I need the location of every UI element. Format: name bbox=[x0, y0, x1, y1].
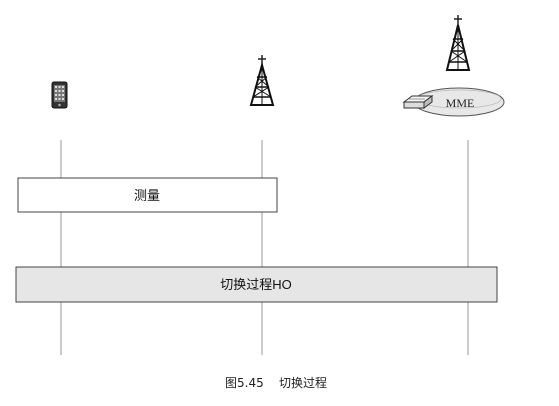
cell-tower-icon bbox=[445, 15, 471, 71]
measurement-box bbox=[17, 177, 278, 213]
figure-caption: 图5.45 切换过程 bbox=[225, 375, 327, 390]
mme-node: MME bbox=[402, 87, 505, 117]
router-icon bbox=[402, 95, 434, 109]
cell-tower-icon bbox=[249, 55, 275, 106]
handover-label: 切换过程HO bbox=[220, 277, 292, 292]
mobile-phone-icon bbox=[51, 81, 68, 109]
measurement-label: 测量 bbox=[134, 188, 160, 203]
mme-label: MME bbox=[446, 96, 475, 110]
handover-box bbox=[15, 266, 498, 303]
